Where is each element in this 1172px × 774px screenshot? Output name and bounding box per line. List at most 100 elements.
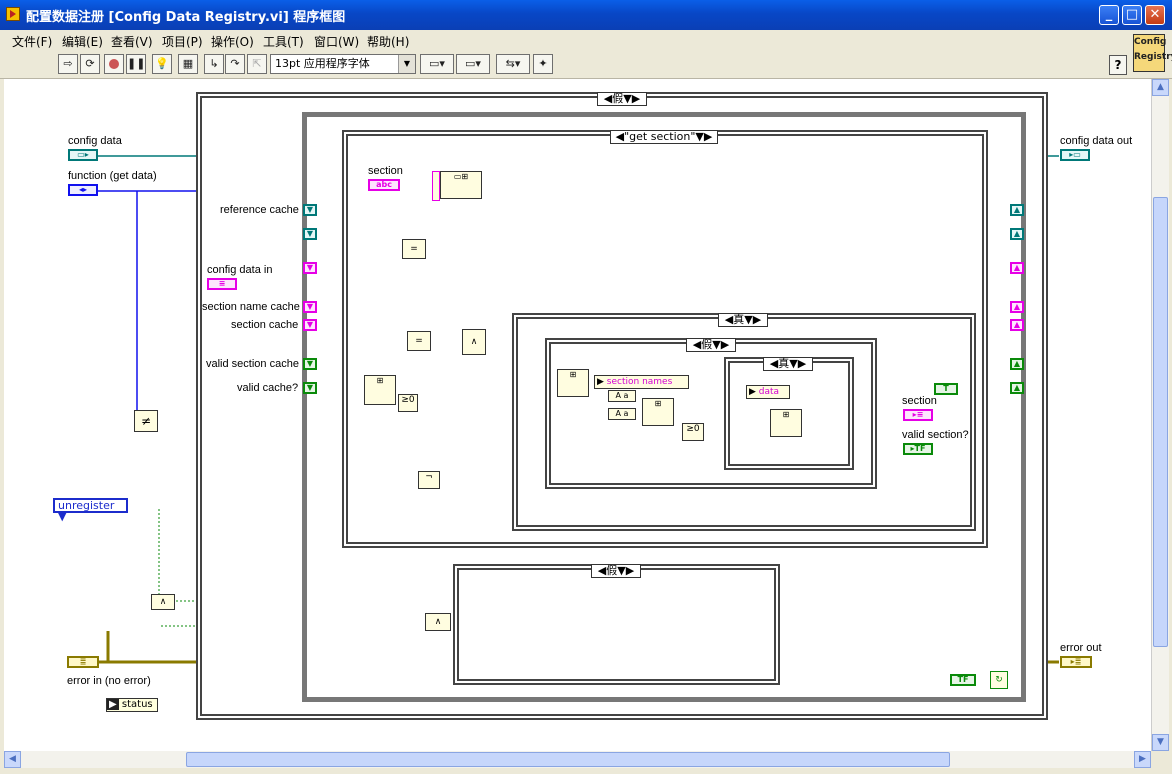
search-array-node-2[interactable]: ⊞ — [642, 398, 674, 426]
shift-register-right-6[interactable]: ▲ — [1010, 358, 1024, 370]
not-node[interactable]: ¬ — [418, 471, 440, 489]
greater-equal-zero-node-2[interactable]: ≥0 — [682, 423, 704, 441]
function-terminal[interactable]: ◂▸ — [68, 184, 98, 196]
title-bar: 配置数据注册 [Config Data Registry.vi] 程序框图 _ … — [0, 0, 1172, 30]
get-section-case-selector[interactable]: ◀"get section"▼▶ — [610, 130, 718, 144]
vi-icon[interactable]: ConfigRegistry — [1133, 34, 1172, 72]
false-case-selector-1[interactable]: ◀假▼▶ — [686, 338, 736, 352]
run-arrow-icon[interactable]: ⇨ — [58, 54, 78, 74]
chevron-down-icon: ▼ — [398, 55, 415, 73]
data-local[interactable]: ▶ data — [746, 385, 790, 399]
close-button[interactable]: ✕ — [1145, 5, 1165, 25]
flat-sequence-structure[interactable] — [302, 112, 1026, 702]
context-help-button[interactable]: ? — [1109, 55, 1127, 75]
error-out-indicator[interactable]: ▸≣ — [1060, 656, 1092, 668]
menu-project[interactable]: 项目(P) — [162, 35, 203, 49]
or-node-bottom[interactable]: ∧ — [425, 613, 451, 631]
index-array-node-2[interactable]: ⊞ — [770, 409, 802, 437]
step-out-icon[interactable]: ⇱ — [247, 54, 267, 74]
menu-edit[interactable]: 编辑(E) — [62, 35, 103, 49]
vertical-scrollbar[interactable]: ▲ ▼ — [1151, 79, 1169, 751]
scroll-down-icon[interactable]: ▼ — [1152, 734, 1169, 751]
section-names-local[interactable]: ▶ section names — [594, 375, 689, 389]
section-string-constant[interactable]: abc — [368, 179, 400, 191]
maximize-button[interactable]: □ — [1122, 5, 1142, 25]
section-name-cache-terminal[interactable]: ▼ — [303, 301, 317, 313]
valid-section-cache-terminal[interactable]: ▼ — [303, 358, 317, 370]
horizontal-scrollbar[interactable]: ◀ ▶ — [4, 751, 1151, 768]
unbundle-node-1[interactable]: A a — [608, 390, 636, 402]
scroll-up-icon[interactable]: ▲ — [1152, 79, 1169, 96]
run-continuously-icon[interactable]: ⟳ — [80, 54, 100, 74]
shift-register-right-5[interactable]: ▲ — [1010, 319, 1024, 331]
horizontal-scroll-thumb[interactable] — [186, 752, 950, 767]
menu-help[interactable]: 帮助(H) — [367, 35, 410, 49]
config-data-in-label: config data in — [207, 264, 273, 276]
menu-file[interactable]: 文件(F) — [12, 35, 53, 49]
unregister-ring-constant[interactable]: unregister ▼ — [53, 498, 128, 522]
vertical-scroll-thumb[interactable] — [1153, 197, 1168, 647]
valid-section-out-indicator[interactable]: ▸TF — [903, 443, 933, 455]
false-case-structure-bottom[interactable] — [453, 564, 780, 685]
highlight-execution-icon[interactable]: 💡 — [152, 54, 172, 74]
shift-register-right-1[interactable]: ▲ — [1010, 204, 1024, 216]
distribute-objects-icon[interactable]: ▭▾ — [456, 54, 490, 74]
step-over-icon[interactable]: ↷ — [225, 54, 245, 74]
reorder-icon[interactable]: ⇆▾ — [496, 54, 530, 74]
menu-window[interactable]: 窗口(W) — [314, 35, 360, 49]
shift-register-right-7[interactable]: ▲ — [1010, 382, 1024, 394]
cache-terminal-2[interactable]: ▼ — [303, 228, 317, 240]
menu-operate[interactable]: 操作(O) — [211, 35, 254, 49]
menu-view[interactable]: 查看(V) — [111, 35, 153, 49]
outer-case-selector[interactable]: ◀假▼▶ — [597, 92, 647, 106]
stop-constant[interactable]: TF — [950, 674, 976, 686]
scroll-left-icon[interactable]: ◀ — [4, 751, 21, 768]
false-case-selector-bottom[interactable]: ◀假▼▶ — [591, 564, 641, 578]
status-unbundle[interactable]: ▶ status — [106, 698, 158, 712]
function-label: function (get data) — [68, 170, 157, 182]
true-case-selector-2[interactable]: ◀真▼▶ — [763, 357, 813, 371]
not-equal-node[interactable]: ≠ — [134, 410, 158, 432]
config-data-out-label: config data out — [1060, 135, 1133, 147]
cleanup-diagram-icon[interactable]: ✦ — [533, 54, 553, 74]
config-data-in-terminal[interactable]: ≡ — [207, 278, 237, 290]
minimize-button[interactable]: _ — [1099, 5, 1119, 25]
valid-section-out-label: valid section? — [902, 429, 969, 441]
retain-wire-values-icon[interactable]: ▦ — [178, 54, 198, 74]
unbundle-node-2[interactable]: A a — [608, 408, 636, 420]
and-node-bottom[interactable]: ∧ — [151, 594, 175, 610]
section-cache-terminal[interactable]: ▼ — [303, 319, 317, 331]
equal-node-1[interactable]: = — [402, 239, 426, 259]
search-array-node[interactable]: ⊞ — [364, 375, 396, 405]
and-node[interactable]: ∧ — [462, 329, 486, 355]
loop-condition-icon[interactable]: ↻ — [990, 671, 1008, 689]
abort-icon[interactable] — [104, 54, 124, 74]
block-diagram[interactable]: ◀假▼▶ ◀"get section"▼▶ ◀真▼▶ ◀假▼▶ ◀真▼▶ ◀假▼… — [4, 79, 1151, 751]
shift-register-right-2[interactable]: ▲ — [1010, 228, 1024, 240]
status-label: status — [121, 699, 153, 710]
font-selector[interactable]: 13pt 应用程序字体▼ — [270, 54, 416, 74]
equal-node-2[interactable]: = — [407, 331, 431, 351]
true-case-selector-1[interactable]: ◀真▼▶ — [718, 313, 768, 327]
menu-bar: 文件(F) 编辑(E) 查看(V) 项目(P) 操作(O) 工具(T) 窗口(W… — [0, 30, 1172, 50]
index-array-node[interactable]: ⊞ — [557, 369, 589, 397]
greater-equal-zero-node[interactable]: ≥0 — [398, 394, 418, 412]
reference-cache-terminal[interactable]: ▼ — [303, 204, 317, 216]
vi-icon-line1: Config — [1134, 37, 1167, 47]
scroll-right-icon[interactable]: ▶ — [1134, 751, 1151, 768]
step-into-icon[interactable]: ↳ — [204, 54, 224, 74]
pause-icon[interactable]: ❚❚ — [126, 54, 146, 74]
error-in-terminal[interactable]: ≣ — [67, 656, 99, 668]
section-out-indicator[interactable]: ▸≡ — [903, 409, 933, 421]
build-cluster-node[interactable]: ▭⊞ — [440, 171, 482, 199]
align-objects-icon[interactable]: ▭▾ — [420, 54, 454, 74]
shift-register-right-4[interactable]: ▲ — [1010, 301, 1024, 313]
shift-register-right-3[interactable]: ▲ — [1010, 262, 1024, 274]
config-data-in-shift-terminal[interactable]: ▼ — [303, 262, 317, 274]
true-constant[interactable]: T — [934, 383, 958, 395]
config-data-out-indicator[interactable]: ▸▭ — [1060, 149, 1090, 161]
valid-cache-terminal[interactable]: ▼ — [303, 382, 317, 394]
config-data-terminal[interactable]: ▭▸ — [68, 149, 98, 161]
menu-tools[interactable]: 工具(T) — [263, 35, 304, 49]
bundle-node[interactable] — [432, 171, 440, 201]
